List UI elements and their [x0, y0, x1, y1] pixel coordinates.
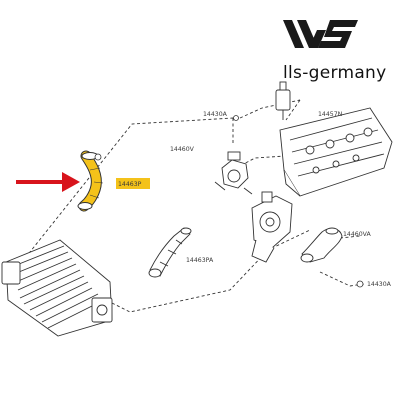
label-14460VA: 14460VA — [343, 231, 372, 238]
label-14457N: 14457N — [318, 111, 343, 118]
lls-logo-icon — [283, 20, 358, 48]
hose-14460VA — [300, 227, 343, 263]
label-14460V: 14460V — [170, 146, 195, 153]
clamp-14430A-top — [233, 115, 239, 121]
label-14463P: 14463P — [118, 181, 142, 188]
hose-14463PA — [148, 227, 192, 278]
label-14430A-bottom: 14430A — [367, 281, 392, 288]
intercooler — [1, 239, 113, 337]
engine-cylinder-head — [279, 107, 393, 197]
clamp-14430A-bottom — [356, 280, 364, 288]
hose-14463P-highlighted — [77, 150, 104, 212]
pointer-arrow — [16, 172, 80, 192]
highlight-box — [116, 178, 150, 189]
sensor-14457N — [275, 81, 291, 120]
turbo-assembly — [251, 191, 293, 263]
label-14430A-top: 14430A — [203, 111, 228, 118]
throttle-part-14460V — [214, 151, 253, 195]
label-14463PA: 14463PA — [186, 257, 214, 264]
brand-name: lls-germany — [283, 63, 387, 83]
